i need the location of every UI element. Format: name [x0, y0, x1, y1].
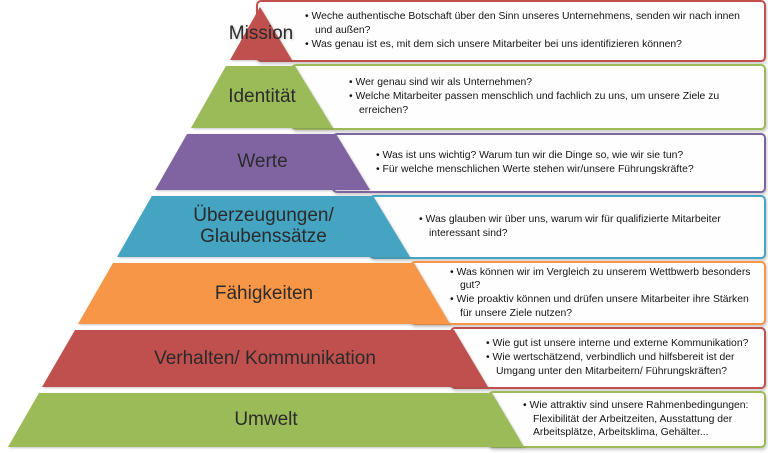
bullet-item: Wie attraktiv sind unsere Rahmenbedingun… [523, 399, 758, 440]
bullet-item: Was ist uns wichtig? Warum tun wir die D… [376, 149, 694, 163]
qa-box-mission: Weche authentische Botschaft über den Si… [256, 0, 766, 62]
qa-box-identitaet: Wer genau sind wir als Unternehmen? Welc… [291, 64, 766, 130]
level-label-umwelt: Umwelt [234, 409, 298, 431]
verhalten-trapezoid-shape [42, 330, 488, 387]
werte-trapezoid-shape [155, 134, 370, 190]
pyramid-level-identitaet: Identität [191, 66, 333, 128]
level-label-verhalten: Verhalten/ Kommunikation [154, 347, 376, 369]
bullet-item: Wer genau sind wir als Unternehmen? [349, 76, 758, 90]
bullet-item: Für welche menschlichen Werte stehen wir… [376, 163, 694, 177]
bullet-item: Weche authentische Botschaft über den Si… [305, 10, 758, 37]
level-label-faehigkeiten: Fähigkeiten [214, 282, 314, 304]
qa-box-umwelt: Wie attraktiv sind unsere Rahmenbedingun… [488, 391, 766, 448]
bullet-item: Wie gut ist unsere interne und externe K… [486, 337, 758, 351]
ueberzeugungen-trapezoid-shape [117, 196, 410, 257]
pyramid-level-werte: Werte [155, 134, 370, 190]
level-label-mission: Mission [228, 22, 294, 44]
faehigkeiten-trapezoid-shape [78, 263, 450, 324]
qa-box-ueberzeugungen: Was glauben wir über uns, warum wir für … [369, 195, 766, 259]
pyramid-level-verhalten: Verhalten/ Kommunikation [42, 330, 488, 387]
qa-box-verhalten: Wie gut ist unsere interne und externe K… [450, 327, 766, 389]
bullet-item: Was können wir im Vergleich zu unserem W… [450, 266, 758, 293]
bullet-item: Wie proaktiv können und drüfen unsere Mi… [450, 293, 758, 320]
bullet-item: Was genau ist es, mit dem sich unsere Mi… [305, 38, 758, 52]
level-label-ueberzeugungen: Überzeugungen/ Glaubenssätze [193, 204, 334, 248]
bullet-item: Wie wertschätzend, verbindlich und hilfs… [486, 351, 758, 378]
pyramid-level-faehigkeiten: Fähigkeiten [78, 263, 450, 324]
qa-box-werte: Was ist uns wichtig? Warum tun wir die D… [332, 133, 766, 193]
pyramid-level-mission: Mission [228, 7, 294, 60]
bullet-item: Was glauben wir über uns, warum wir für … [419, 213, 758, 240]
level-label-identitaet: Identität [228, 86, 296, 108]
pyramid-level-ueberzeugungen: Überzeugungen/ Glaubenssätze [117, 196, 410, 257]
level-label-werte: Werte [237, 151, 288, 173]
bullet-item: Welche Mitarbeiter passen menschlich und… [349, 90, 758, 117]
qa-box-faehigkeiten: Was können wir im Vergleich zu unserem W… [410, 261, 766, 325]
pyramid-level-umwelt: Umwelt [8, 393, 524, 447]
umwelt-trapezoid-shape [8, 393, 524, 447]
